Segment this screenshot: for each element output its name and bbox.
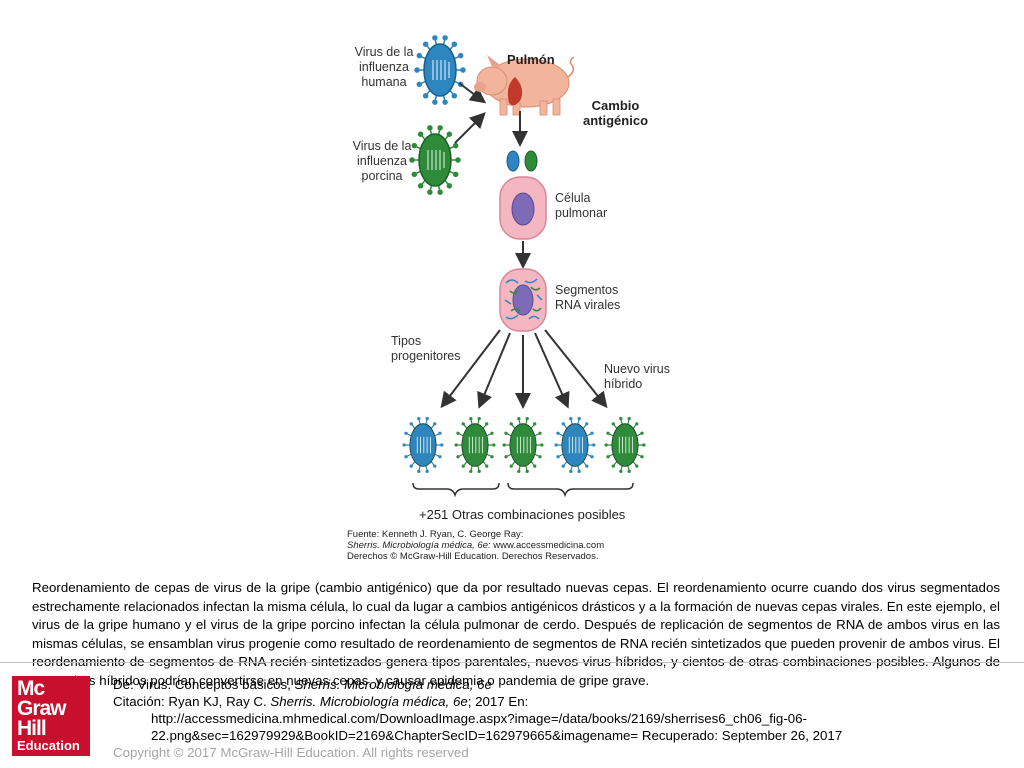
pig-icon (474, 55, 575, 116)
rna-segments-cell (499, 268, 547, 332)
footer-divider (0, 662, 1024, 663)
braces (412, 482, 634, 498)
figure-source: Fuente: Kenneth J. Ryan, C. George Ray: … (347, 529, 605, 562)
progeny-virus (402, 416, 444, 474)
citation-url-1[interactable]: http://accessmedicina.mhmedical.com/Down… (151, 711, 807, 726)
small-viruses (506, 150, 538, 172)
human-influenza-virus (414, 35, 466, 105)
progeny-viruses (402, 416, 646, 474)
arrow-human-to-pig (458, 82, 487, 104)
label-other-combinations: +251 Otras combinaciones posibles (419, 507, 626, 522)
arrow-swine-to-pig (454, 112, 486, 144)
progeny-virus (502, 416, 544, 474)
progeny-virus (604, 416, 646, 474)
copyright-notice: Copyright © 2017 McGraw-Hill Education. … (113, 745, 469, 760)
lung-icon (507, 77, 523, 106)
figure-caption: Reordenamiento de cepas de virus de la g… (32, 580, 1000, 688)
diagram-svg (402, 35, 646, 498)
progeny-virus (554, 416, 596, 474)
lung-cell (499, 176, 547, 240)
citation-url-2[interactable]: 22.png&sec=162979929&BookID=2169&Chapter… (151, 728, 843, 743)
progeny-arrows (440, 329, 608, 409)
citation-from: De: Virus. Conceptos básicos, Sherris. M… (113, 677, 492, 692)
mcgraw-hill-logo: Mc Graw Hill Education (12, 676, 90, 756)
citation-ref: Citación: Ryan KJ, Ray C. Sherris. Micro… (113, 694, 529, 709)
citation-block: De: Virus. Conceptos básicos, Sherris. M… (113, 676, 842, 744)
progeny-virus (454, 416, 496, 474)
label-lung: Pulmón (507, 52, 555, 67)
